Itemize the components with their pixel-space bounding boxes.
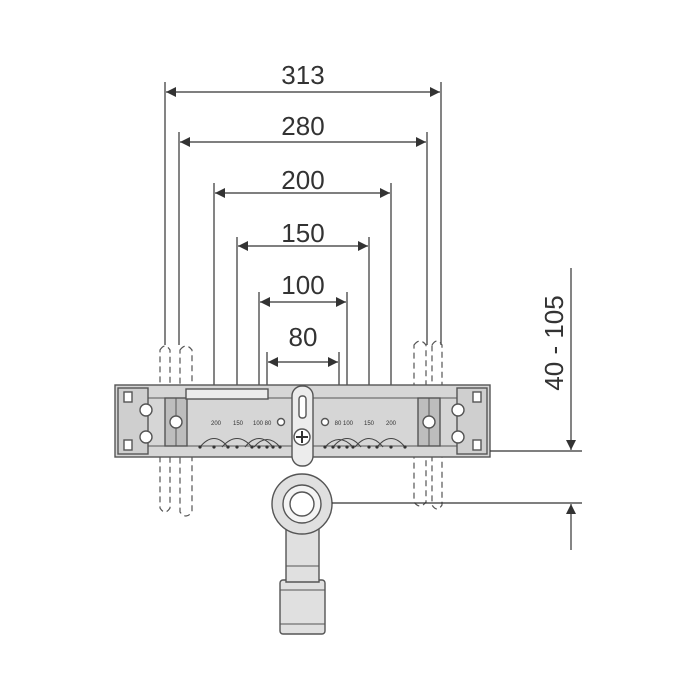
scale-label-right-80: 80 (335, 421, 342, 427)
scale-dots (198, 445, 407, 449)
scale-label-right-100: 100 (343, 421, 354, 427)
scale-label-left-80: 80 (265, 421, 272, 427)
centre-slot (291, 385, 314, 467)
scale-label-left-200: 200 (211, 421, 222, 427)
right-stud (413, 340, 443, 510)
scale-labels: 200 150 100 80 80 100 150 200 (211, 421, 397, 427)
scale-label-left-150: 150 (233, 421, 244, 427)
scale-arcs (199, 437, 406, 448)
pipe-elbow-icon (271, 473, 333, 535)
dim-label-80: 80 (289, 322, 318, 352)
right-bracket (417, 387, 488, 455)
dim-label-150: 150 (281, 218, 324, 248)
dim-label-313: 313 (281, 60, 324, 90)
depth-dimension (332, 268, 582, 550)
pipe-socket (279, 579, 326, 635)
slider-arm (185, 388, 269, 400)
dim-label-200: 200 (281, 165, 324, 195)
dim-label-100: 100 (281, 270, 324, 300)
depth-range-label: 40 - 105 (539, 295, 569, 390)
scale-label-left-100: 100 (253, 421, 264, 427)
mounting-rail (114, 384, 491, 467)
dimension-lines (166, 87, 440, 367)
reference-hole-right (320, 417, 330, 427)
left-bracket (117, 387, 188, 455)
wall-studs (159, 340, 443, 517)
cross-screw-icon (296, 431, 308, 443)
left-stud (159, 345, 193, 517)
dimension-labels: 313 280 200 150 100 80 (281, 60, 324, 352)
dim-label-280: 280 (281, 111, 324, 141)
scale-label-right-200: 200 (386, 421, 397, 427)
scale-label-right-150: 150 (364, 421, 375, 427)
reference-hole-left (276, 417, 286, 427)
drain-pipe (271, 473, 333, 635)
extension-lines (164, 82, 442, 385)
